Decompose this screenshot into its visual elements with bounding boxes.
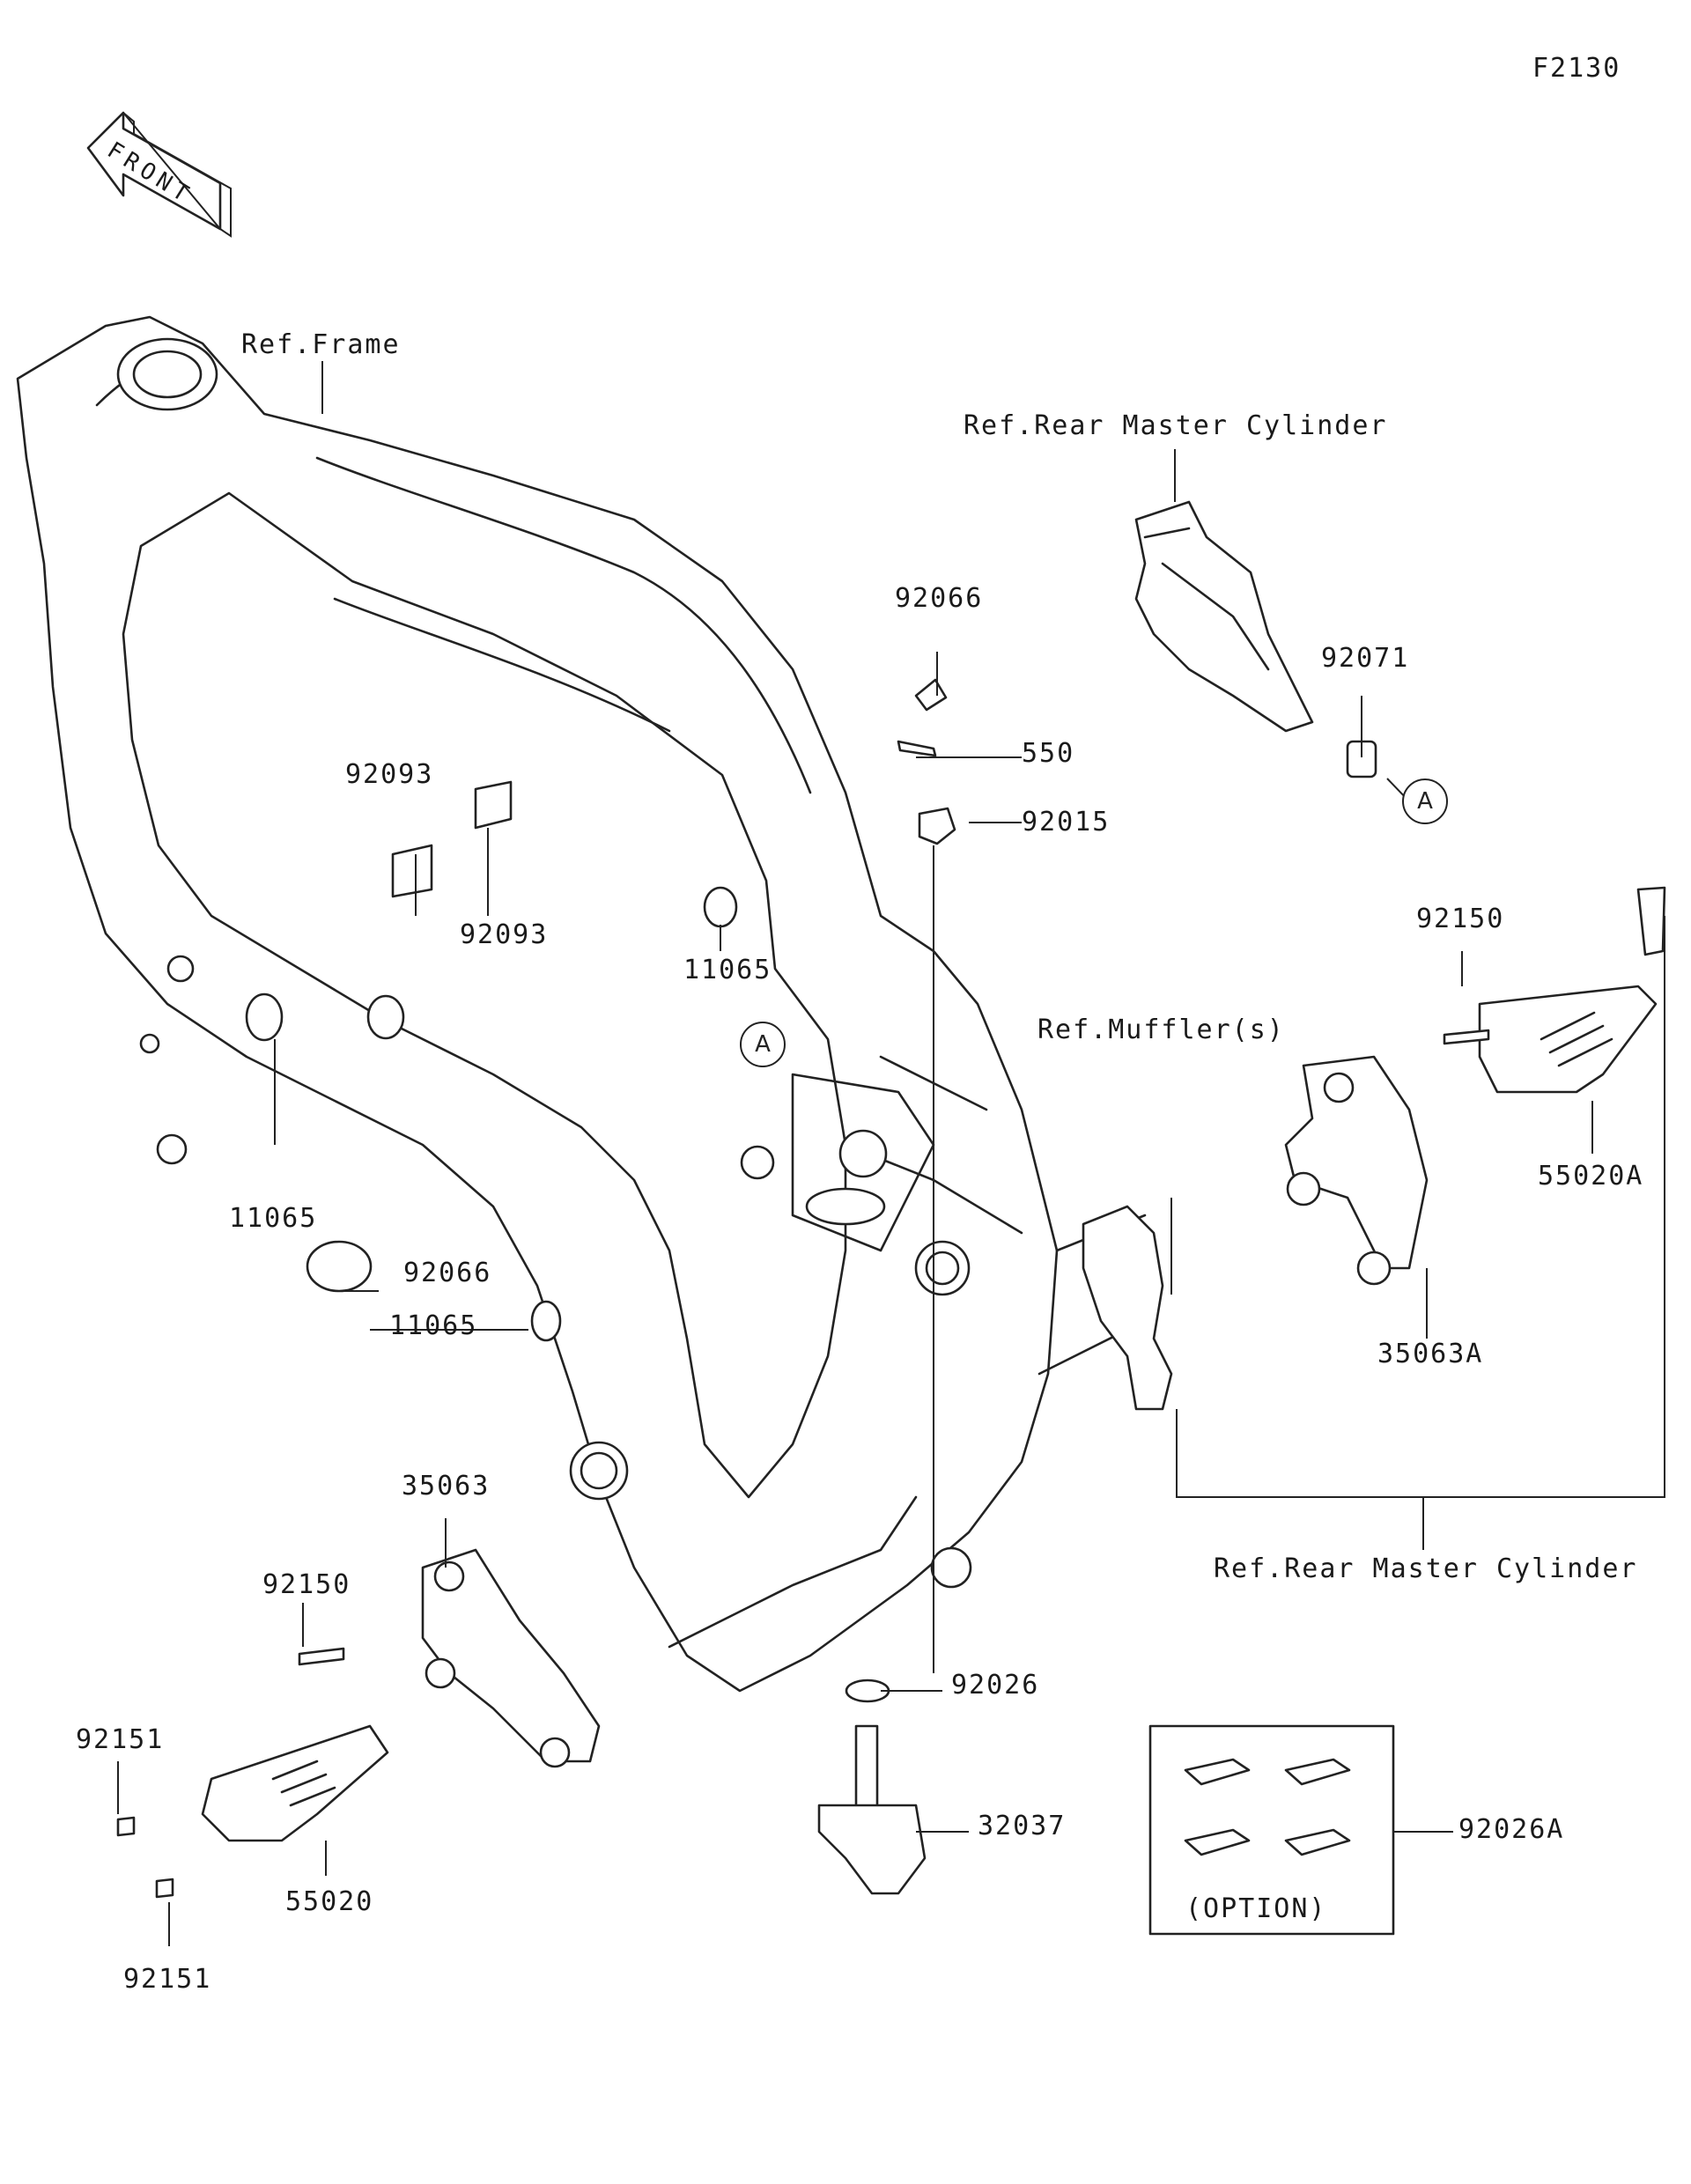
part-number-92151-bottom: 92151 bbox=[123, 1964, 212, 1995]
part-number-92150-right: 92150 bbox=[1416, 904, 1505, 934]
part-number-92093-left: 92093 bbox=[345, 759, 434, 790]
ref-mufflers-label: Ref.Muffler(s) bbox=[1037, 1015, 1285, 1045]
part-number-92151-top: 92151 bbox=[76, 1724, 165, 1755]
footpeg-bracket-right-drawing bbox=[1082, 886, 1666, 1411]
callout-a-center: A bbox=[740, 1022, 786, 1067]
ref-rear-master-cylinder-bottom-label: Ref.Rear Master Cylinder bbox=[1214, 1553, 1638, 1584]
part-number-92026: 92026 bbox=[951, 1670, 1040, 1701]
part-number-92066-top: 92066 bbox=[895, 583, 984, 614]
part-number-92071: 92071 bbox=[1321, 643, 1410, 674]
part-number-11065-lower: 11065 bbox=[389, 1310, 478, 1341]
hardware-parts bbox=[245, 678, 956, 1895]
part-number-55020A: 55020A bbox=[1538, 1161, 1644, 1192]
frame-outline bbox=[16, 315, 1147, 1693]
part-number-11065-left: 11065 bbox=[229, 1203, 318, 1234]
part-number-35063A: 35063A bbox=[1377, 1339, 1484, 1369]
callout-a-right: A bbox=[1402, 778, 1448, 824]
diagram-code: F2130 bbox=[1532, 53, 1621, 84]
option-box-drawing bbox=[1148, 1724, 1395, 1936]
part-number-550: 550 bbox=[1022, 738, 1075, 769]
option-label: (OPTION) bbox=[1185, 1893, 1327, 1924]
part-number-35063: 35063 bbox=[402, 1471, 491, 1502]
part-number-92150-left: 92150 bbox=[262, 1569, 351, 1600]
rear-master-cylinder-top-drawing bbox=[1134, 500, 1377, 778]
part-number-92015: 92015 bbox=[1022, 807, 1111, 837]
part-number-92093-right: 92093 bbox=[460, 919, 549, 950]
ref-rear-master-cylinder-top-label: Ref.Rear Master Cylinder bbox=[964, 410, 1388, 441]
part-number-55020: 55020 bbox=[285, 1886, 374, 1917]
part-number-92026A: 92026A bbox=[1458, 1814, 1565, 1845]
leader-lines bbox=[117, 361, 1665, 1946]
part-number-92066-left: 92066 bbox=[403, 1258, 492, 1288]
ref-frame-label: Ref.Frame bbox=[241, 329, 401, 360]
front-arrow-icon bbox=[86, 111, 232, 238]
footpeg-bracket-left-drawing bbox=[116, 1548, 601, 1899]
part-number-32037: 32037 bbox=[978, 1811, 1067, 1841]
part-number-11065-center: 11065 bbox=[683, 955, 772, 985]
